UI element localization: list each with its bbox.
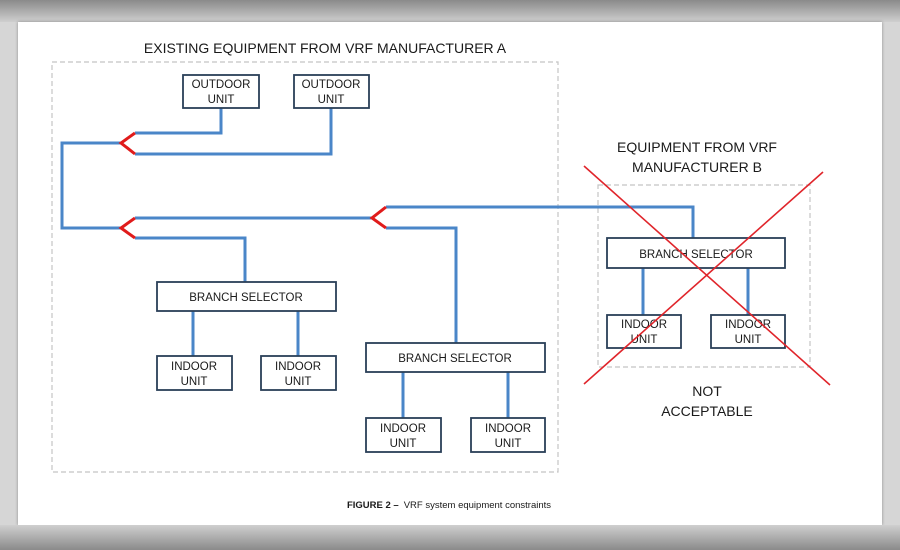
svg-text:UNIT: UNIT [181, 376, 208, 388]
branch-selector-b: BRANCH SELECTOR [606, 237, 786, 269]
branch-joint-main [118, 216, 136, 240]
pipe-outdoor-2 [135, 108, 333, 156]
verdict-line1: NOT [692, 383, 722, 399]
indoor-unit-3: INDOOR UNIT [365, 417, 442, 453]
indoor-unit-4: INDOOR UNIT [470, 417, 546, 453]
outdoor-unit-1: OUTDOOR UNIT [182, 74, 260, 109]
indoor-unit-1: INDOOR UNIT [156, 355, 233, 391]
svg-text:OUTDOOR: OUTDOOR [302, 79, 361, 91]
verdict-line2: ACCEPTABLE [661, 403, 753, 419]
indoor-unit-2: INDOOR UNIT [260, 355, 337, 391]
svg-text:UNIT: UNIT [285, 376, 312, 388]
svg-text:UNIT: UNIT [318, 94, 345, 106]
svg-text:BRANCH SELECTOR: BRANCH SELECTOR [189, 292, 303, 304]
bottom-frame-band [0, 525, 900, 550]
svg-text:BRANCH SELECTOR: BRANCH SELECTOR [639, 249, 753, 261]
piping [60, 108, 750, 418]
svg-text:UNIT: UNIT [208, 94, 235, 106]
manufacturer-b-title-line2: MANUFACTURER B [632, 159, 762, 175]
indoor-unit-b-1: INDOOR UNIT [606, 314, 682, 349]
svg-text:UNIT: UNIT [735, 334, 762, 346]
top-frame-band [0, 0, 900, 22]
svg-text:INDOOR: INDOOR [275, 361, 321, 373]
svg-text:INDOOR: INDOOR [171, 361, 217, 373]
outdoor-unit-2: OUTDOOR UNIT [293, 74, 370, 109]
branch-selector-2: BRANCH SELECTOR [365, 342, 546, 373]
svg-text:INDOOR: INDOOR [485, 423, 531, 435]
indoor-unit-b-2: INDOOR UNIT [710, 314, 786, 349]
figure-caption: FIGURE 2 – VRF system equipment constrain… [347, 500, 551, 511]
pipe-to-branch-selector-2 [386, 226, 458, 343]
svg-text:BRANCH SELECTOR: BRANCH SELECTOR [398, 353, 512, 365]
pipe-main-riser [60, 141, 121, 230]
caption-label: FIGURE 2 – [347, 500, 399, 511]
manufacturer-b-boundary [597, 184, 811, 368]
manufacturer-a-title: EXISTING EQUIPMENT FROM VRF MANUFACTURER… [144, 40, 507, 56]
pipe-to-manufacturer-b [386, 205, 695, 238]
svg-text:UNIT: UNIT [495, 438, 522, 450]
pipe-outdoor-1 [135, 108, 223, 135]
branch-joint-header [369, 205, 387, 230]
caption-text: VRF system equipment constraints [404, 500, 552, 511]
svg-text:INDOOR: INDOOR [725, 319, 771, 331]
svg-text:OUTDOOR: OUTDOOR [192, 79, 251, 91]
rejection-cross [583, 165, 831, 386]
pipe-to-branch-selector-1 [135, 236, 247, 282]
manufacturer-b-title-line1: EQUIPMENT FROM VRF [617, 139, 777, 155]
svg-text:INDOOR: INDOOR [380, 423, 426, 435]
figure-slide [18, 22, 882, 525]
branch-joint-outdoor [118, 131, 136, 156]
svg-text:INDOOR: INDOOR [621, 319, 667, 331]
manufacturer-a-boundary [51, 61, 559, 473]
branch-selector-1: BRANCH SELECTOR [156, 281, 337, 312]
svg-text:UNIT: UNIT [390, 438, 417, 450]
